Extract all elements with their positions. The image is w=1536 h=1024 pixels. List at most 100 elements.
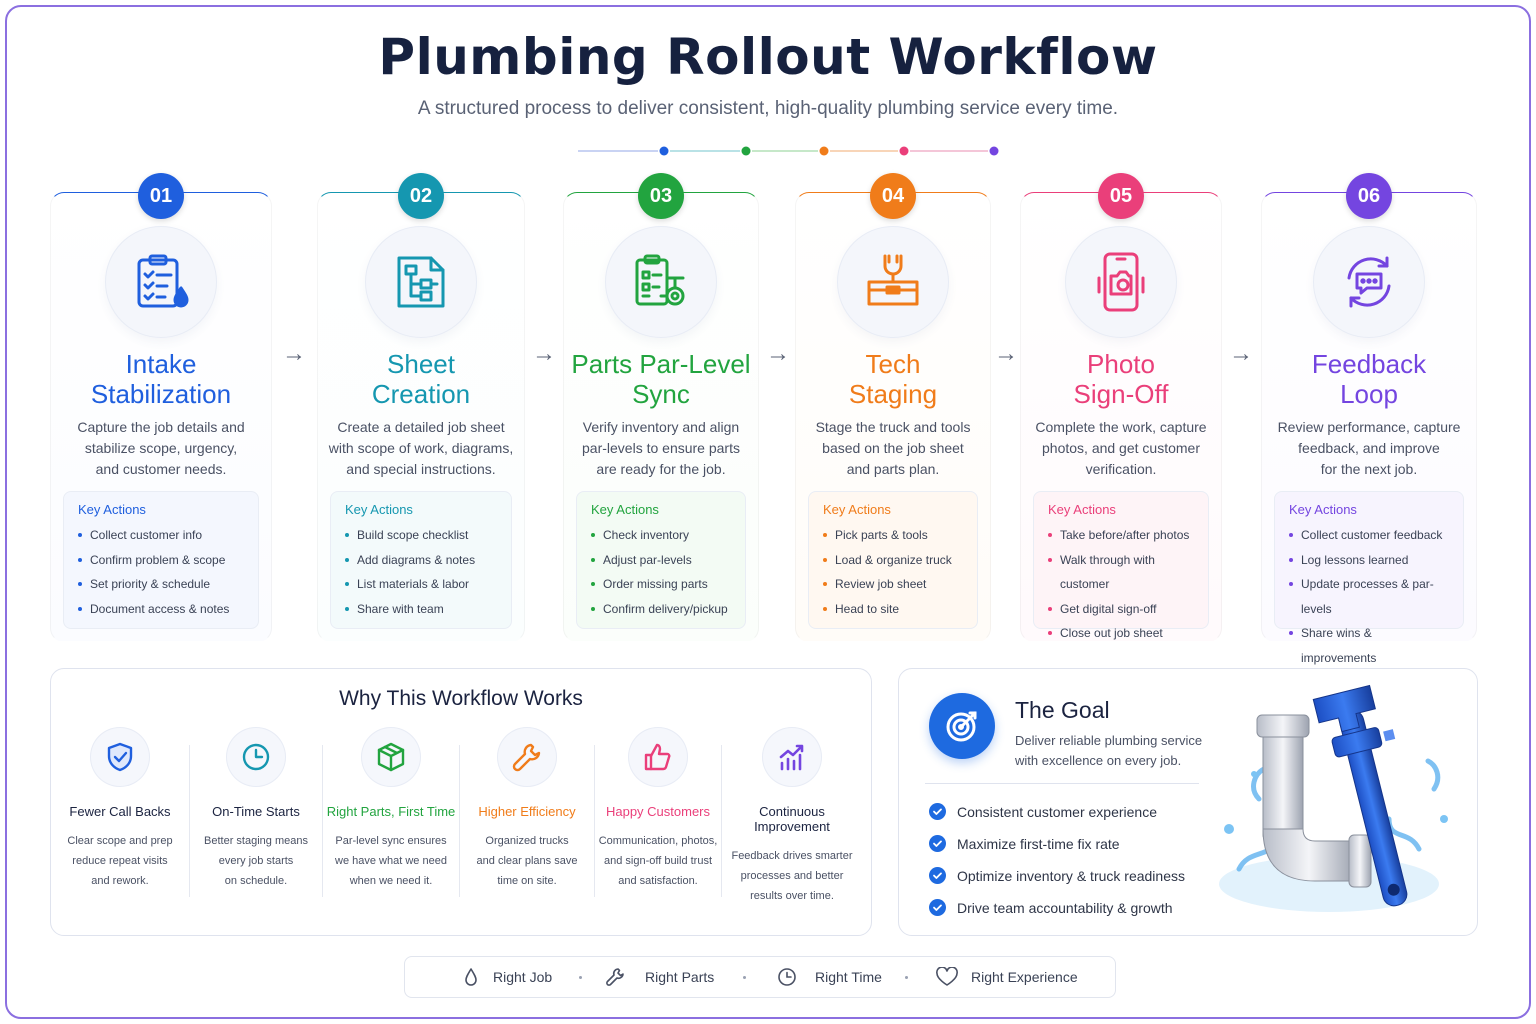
footer-label: Right Job — [493, 969, 553, 985]
desc-line: time on site. — [497, 875, 557, 887]
goal-item-text: Optimize inventory & truck readiness — [957, 868, 1185, 884]
desc-line: photos, and get customer — [1042, 440, 1200, 456]
action-item: Confirm delivery/pickup — [591, 597, 731, 622]
clock-icon — [778, 968, 796, 986]
desc-line: and clear plans save — [476, 855, 578, 867]
goal-item-text: Consistent customer experience — [957, 804, 1157, 820]
step-title-line1: Sheet — [387, 349, 455, 379]
desc-line: and satisfaction. — [618, 875, 698, 887]
desc-line: Verify inventory and align — [582, 419, 740, 435]
key-actions-box: Key Actions Take before/after photos Wal… — [1033, 491, 1209, 640]
divider — [322, 745, 323, 897]
desc-line: stabilize scope, urgency, — [84, 440, 238, 456]
desc-line: and sign-off build trust — [603, 855, 713, 867]
desc-line: Complete the work, capture — [1035, 419, 1207, 435]
benefit-right-parts: Right Parts, First Time Par-level sync e… — [323, 727, 459, 907]
goal-panel: The Goal Deliver reliable plumbing servi… — [898, 668, 1478, 936]
action-item: List materials & labor — [345, 572, 497, 597]
divider — [594, 745, 595, 897]
desc-line: when we need it. — [349, 875, 433, 887]
separator-dot — [579, 976, 582, 979]
key-actions-label: Key Actions — [591, 502, 659, 517]
desc-line: are ready for the job. — [596, 461, 726, 477]
benefit-happy-customers: Happy Customers Communication, photos,an… — [595, 727, 721, 907]
desc-line: Stage the truck and tools — [815, 419, 971, 435]
why-title: Why This Workflow Works — [339, 687, 583, 710]
desc-line: Capture the job details and — [77, 419, 245, 435]
key-actions-box: Key Actions Collect customer feedback Lo… — [1274, 491, 1464, 665]
action-item: Take before/after photos — [1048, 523, 1194, 548]
key-actions-label: Key Actions — [823, 502, 891, 517]
goal-item: Consistent customer experience — [929, 803, 1185, 835]
footer-label: Right Experience — [971, 969, 1078, 985]
action-item: Document access & notes — [78, 597, 244, 622]
desc-line: par-levels to ensure parts — [582, 440, 740, 456]
desc-line: Better staging means — [204, 835, 308, 847]
box-icon — [361, 727, 421, 787]
key-actions-label: Key Actions — [345, 502, 413, 517]
goal-title: The Goal — [1015, 697, 1110, 723]
step-title-line1: Parts Par-Level — [571, 349, 751, 379]
arrow-right-icon: → — [282, 340, 306, 367]
separator-dot — [743, 976, 746, 979]
footer-label: Right Time — [815, 969, 882, 985]
desc-line: Feedback drives smarter — [731, 850, 853, 862]
benefit-title: Continuous Improvement — [754, 804, 830, 834]
step-title-line2: Creation — [371, 379, 471, 409]
key-actions-box: Key Actions Check inventory Adjust par-l… — [576, 491, 746, 629]
check-circle-icon — [929, 803, 946, 820]
arrow-right-icon: → — [994, 340, 1018, 367]
document-diagram-icon — [365, 226, 477, 338]
action-item: Set priority & schedule — [78, 572, 244, 597]
benefit-desc: Organized trucks and clear plans save time… — [460, 831, 594, 891]
action-item: Load & organize truck — [823, 548, 963, 573]
step-description: Complete the work, capture photos, and ge… — [1027, 417, 1215, 480]
desc-line: with scope of work, diagrams, — [328, 440, 514, 456]
key-actions-label: Key Actions — [78, 502, 146, 517]
separator-dot — [905, 976, 908, 979]
action-item: Update processes & par-levels — [1289, 572, 1449, 621]
desc-line: and parts plan. — [846, 461, 940, 477]
action-item: Collect customer info — [78, 523, 244, 548]
step-title-line2: Sync — [632, 379, 690, 409]
desc-line: we have what we need — [335, 855, 447, 867]
desc-line: Organized trucks — [485, 835, 569, 847]
key-actions-label: Key Actions — [1048, 502, 1116, 517]
target-icon — [929, 693, 995, 759]
step-title-line1: Tech — [865, 349, 921, 379]
desc-line: reduce repeat visits — [72, 855, 168, 867]
divider — [459, 745, 460, 897]
goal-item-text: Maximize first-time fix rate — [957, 836, 1120, 852]
benefit-title: On-Time Starts — [212, 804, 300, 819]
action-item: Order missing parts — [591, 572, 731, 597]
desc-line: with excellence on every job. — [1015, 753, 1182, 768]
why-panel: Why This Workflow Works Fewer Call Backs… — [50, 668, 872, 936]
goal-item-text: Drive team accountability & growth — [957, 900, 1173, 916]
desc-line: and rework. — [91, 875, 149, 887]
desc-line: results over time. — [750, 890, 834, 902]
thumbs-up-icon — [628, 727, 688, 787]
goal-item: Drive team accountability & growth — [929, 899, 1185, 931]
desc-line: on schedule. — [224, 875, 288, 887]
benefit-desc: Communication, photos,and sign-off build… — [595, 831, 721, 891]
desc-line: processes and better — [740, 870, 844, 882]
divider — [925, 783, 1199, 784]
benefit-desc: Feedback drives smarter processes and bet… — [722, 846, 862, 906]
desc-line: based on the job sheet — [822, 440, 964, 456]
key-actions-box: Key Actions Collect customer info Confir… — [63, 491, 259, 629]
wrench-icon — [497, 727, 557, 787]
action-item: Check inventory — [591, 523, 731, 548]
step-number: 02 — [398, 173, 444, 219]
